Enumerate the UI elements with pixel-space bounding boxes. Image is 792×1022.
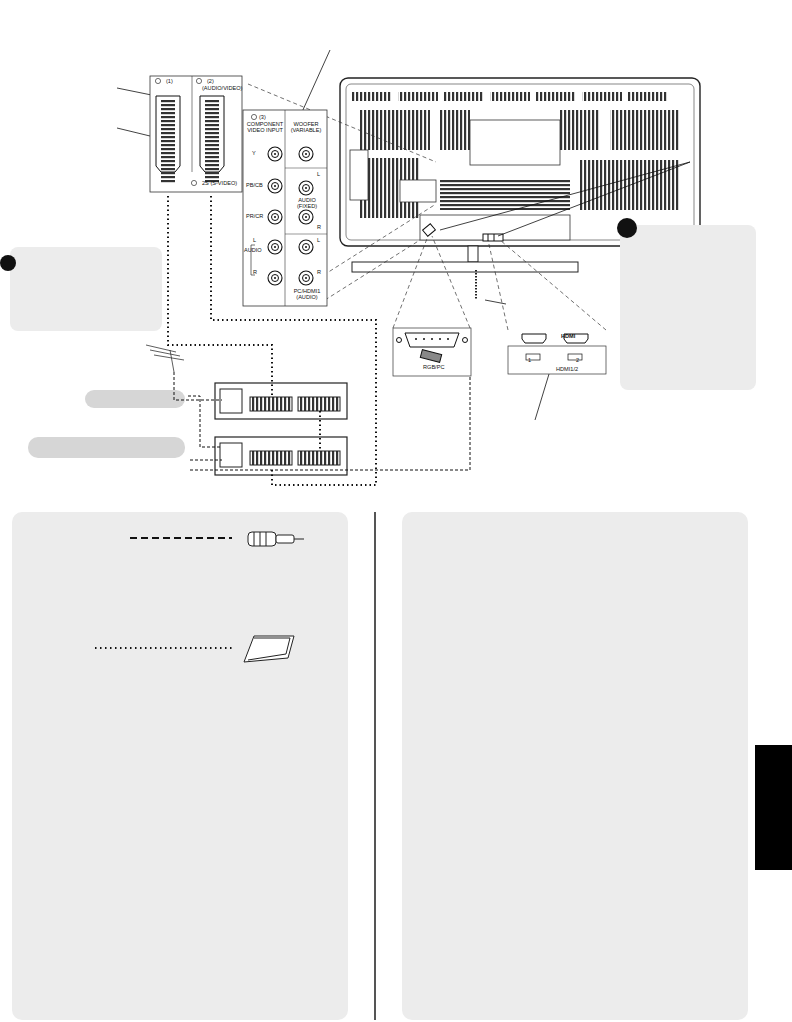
port-label: PC/HDMI1 (AUDIO) — [287, 288, 327, 300]
port-label: COMPONENT VIDEO INPUT — [245, 121, 285, 133]
port-label: L — [317, 237, 320, 243]
port-label: AUDIO (FIXED) — [288, 197, 326, 209]
port-label: Y — [252, 150, 256, 156]
antenna — [146, 345, 184, 372]
port-label: RGB/PC — [423, 364, 444, 370]
port-label: R — [317, 224, 321, 230]
connector-panel: HDMI 1 2HDMI1/2 — [508, 328, 606, 374]
port-label: L — [317, 171, 320, 177]
port-label: HDMI — [561, 333, 575, 339]
port-label: (2) — [207, 78, 214, 84]
port-label: (3) — [259, 114, 266, 120]
port-label: (AUDIO/VIDEO) — [202, 85, 242, 91]
port-label: R — [317, 269, 321, 275]
port-label: 2 — [576, 357, 579, 363]
devices — [28, 383, 347, 475]
rf-cables — [174, 350, 470, 470]
port-label: PR/CR — [246, 213, 263, 219]
port-label: PB/CB — [246, 182, 263, 188]
port-label: HDMI1/2 — [556, 366, 578, 372]
connector-panel: RGB/PC — [393, 328, 471, 376]
port-label: WOOFER (VARIABLE) — [287, 121, 325, 133]
connector-panel: (1) (2)(AUDIO/VIDEO) 2S (S-VIDEO) — [150, 76, 244, 192]
port-label: L — [253, 237, 256, 243]
port-label: 1 — [528, 357, 531, 363]
port-label: AUDIO — [244, 247, 262, 253]
port-label: 2S (S-VIDEO) — [202, 180, 237, 186]
callout-panels — [0, 218, 756, 390]
connector-panels — [150, 76, 606, 376]
port-label: (1) — [166, 78, 173, 84]
port-label: R — [253, 269, 257, 275]
connector-panel: (3)COMPONENT VIDEO INPUT Y PB/CB PR/CR L AUDI… — [243, 110, 327, 306]
leader-lines — [117, 50, 690, 420]
bottom-panels — [12, 512, 792, 1020]
